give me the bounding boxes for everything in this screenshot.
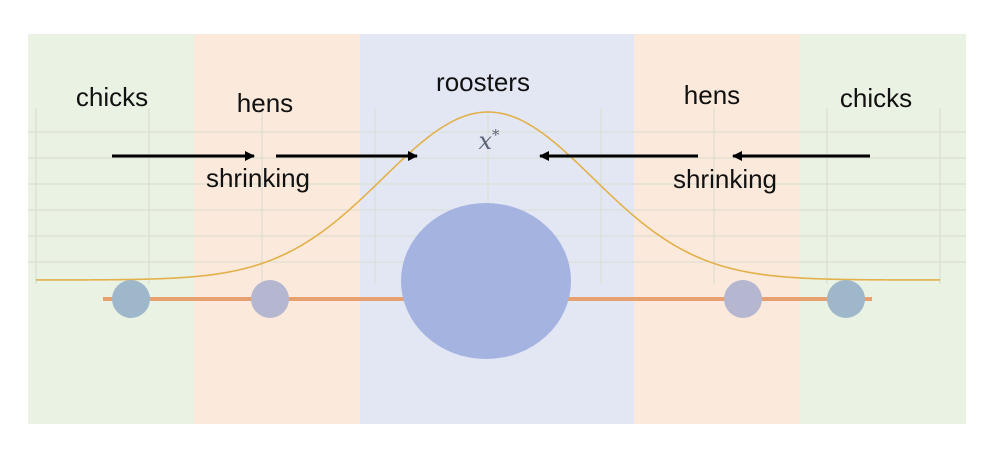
rooster-circle xyxy=(401,203,571,359)
bell-curve xyxy=(36,111,940,281)
label-roosters: roosters xyxy=(436,67,530,97)
optimum-label: x* xyxy=(478,126,499,155)
label-chicks-left: chicks xyxy=(75,82,149,112)
region-chicks-left xyxy=(28,34,194,424)
chick-circle-right xyxy=(827,280,865,318)
label-chicks-right: chicks xyxy=(839,83,913,113)
label-shrinking-right: shrinking xyxy=(672,164,778,194)
label-hens-left: hens xyxy=(236,88,294,118)
hen-circle-right xyxy=(724,280,762,318)
region-chicks-right xyxy=(800,34,966,424)
optimum-variable: x xyxy=(478,127,493,155)
region-hens-right xyxy=(634,34,800,424)
hen-circle-left xyxy=(251,280,289,318)
label-hens-right: hens xyxy=(683,80,741,110)
optimum-superscript: * xyxy=(492,126,500,144)
label-shrinking-left: shrinking xyxy=(205,163,311,193)
grid-lines xyxy=(28,108,966,284)
region-hens-left xyxy=(194,34,360,424)
chick-circle-left xyxy=(112,280,150,318)
